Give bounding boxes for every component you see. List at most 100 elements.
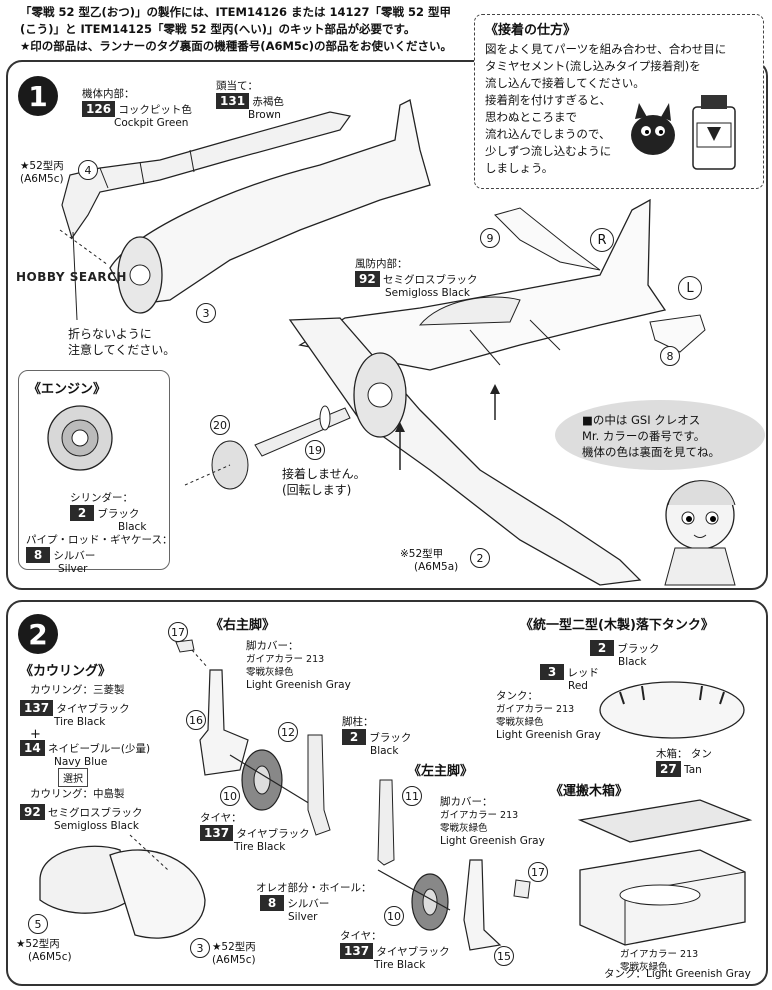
color-name-en: Tire Black <box>234 841 286 853</box>
label-text: タイヤ： <box>340 930 382 942</box>
tip-line: タミヤセメント(流し込みタイプ接着剤)を <box>485 59 701 73</box>
step-1-number: 1 <box>18 76 58 116</box>
label-text: シリンダー： <box>70 492 133 504</box>
model-note: ★52型丙 <box>20 160 64 172</box>
tip-line: 思わぬところまで <box>485 110 577 124</box>
right-tire-label: タイヤ： 137 タイヤブラック Tire Black <box>200 812 310 854</box>
label-text: タンク： <box>496 690 538 702</box>
part-number-16: 16 <box>186 710 206 730</box>
part-number-10: 10 <box>220 786 240 806</box>
color-code: 27 <box>656 761 681 777</box>
choose-label: 選択 <box>58 768 88 787</box>
tip-line: 図をよく見てパーツを組み合わせ、合わせ目に <box>485 42 727 56</box>
cowling-mitsubishi-label: カウリング：三菱製 <box>30 684 125 696</box>
color-code: 3 <box>540 664 564 680</box>
crate-box-label: 木箱： タン 27 Tan <box>656 748 712 777</box>
part-number-11: 11 <box>402 786 422 806</box>
left-gear-cover-label: 脚カバー： ガイアカラー 213 零戦灰緑色 Light Greenish Gr… <box>440 796 545 848</box>
label-text: 脚カバー： <box>440 796 493 808</box>
header-notes: 「零戦 52 型乙(おつ)」の製作には、ITEM14126 または 14127「… <box>20 4 470 55</box>
right-gear-title: 《右主脚》 <box>210 618 276 633</box>
color-code: 14 <box>20 740 45 756</box>
color-name-en: Tire Black <box>374 959 426 971</box>
glue-tips-box: 《接着の仕方》 図をよく見てパーツを組み合わせ、合わせ目に タミヤセメント(流し… <box>474 14 764 189</box>
label-text: タイヤ： <box>200 812 242 824</box>
color-code: 137 <box>20 700 54 716</box>
tip-line: 少しずつ流し込むように <box>485 144 612 158</box>
strut-label: 脚柱： 2 ブラック Black <box>342 716 411 758</box>
step1-panel <box>6 60 768 590</box>
color-name-jp: セミグロスブラック <box>48 807 143 819</box>
label-text: 機体内部： <box>82 88 135 100</box>
color-name-jp: ブラック <box>617 643 660 655</box>
drop-tank-title: 《統一型二型(木製)落下タンク》 <box>520 618 714 633</box>
label-headrest: 頭当て： 131 赤褐色 Brown <box>216 80 284 122</box>
color-code: 8 <box>26 547 50 563</box>
color-code: 2 <box>590 640 614 656</box>
color-name-jp: タイヤブラック <box>56 703 130 715</box>
cowling-color-2: 14 ネイビーブルー(少量) Navy Blue <box>20 740 150 769</box>
crate-title: 《運搬木箱》 <box>550 784 629 799</box>
color-code: 126 <box>82 101 116 117</box>
part-number-15: 15 <box>494 946 514 966</box>
watermark-logo: HOBBY SEARCH <box>16 270 127 284</box>
model-note: ★52型丙 <box>212 941 256 953</box>
color-name-en: Red <box>568 680 588 692</box>
step2-panel <box>6 600 768 986</box>
part-number-9: 9 <box>480 228 500 248</box>
no-glue-note: 接着しません。 (回転します) <box>282 466 366 498</box>
tip-line: 接着剤を付けすぎると、 <box>485 93 612 107</box>
part-number-4: 4 <box>78 160 98 180</box>
cowling-nakajima-label: カウリング：中島製 <box>30 788 125 800</box>
part4-note: ★52型丙 (A6M5c) <box>20 160 64 186</box>
cowling-color-1: 137 タイヤブラック Tire Black <box>20 700 130 729</box>
label-text: 脚柱： <box>342 716 374 728</box>
color-name-jp: 零戦灰緑色 <box>440 823 488 834</box>
header-line: ★印の部品は、ランナーのタグ裏面の機種番号(A6M5c)の部品をお使いください。 <box>20 39 452 53</box>
tip-line: 流れ込んでしまうので、 <box>485 127 611 141</box>
color-code: 92 <box>355 271 380 287</box>
color-name-en: Black <box>370 745 399 757</box>
color-name-en: Semigloss Black <box>385 287 470 299</box>
part5-note: ★52型丙 (A6M5c) <box>16 938 72 964</box>
engine-detail-box <box>18 370 170 570</box>
color-name-jp: 赤褐色 <box>252 96 284 108</box>
color-code: 137 <box>200 825 234 841</box>
color-code: 131 <box>216 93 250 109</box>
part-number-3b: 3 <box>190 938 210 958</box>
label-cylinder: シリンダー： 2 ブラック Black <box>70 492 146 534</box>
label-text: 木箱： <box>656 748 688 760</box>
left-tire-label: タイヤ： 137 タイヤブラック Tire Black <box>340 930 450 972</box>
color-name-jp: セミグロスブラック <box>383 274 478 286</box>
mark-r: R <box>590 228 614 252</box>
warning-note: 折らないように 注意してください。 <box>68 326 175 358</box>
header-line: (こう)」と ITEM14125「零戦 52 型丙(へい)」のキット部品が必要で… <box>20 22 416 36</box>
no-glue-line: (回転します) <box>282 483 352 497</box>
part-number-8: 8 <box>660 346 680 366</box>
model-code: (A6M5a) <box>414 561 459 573</box>
color-name-jp: 零戦灰緑色 <box>620 962 668 973</box>
cowling-color-3: 92 セミグロスブラック Semigloss Black <box>20 804 143 833</box>
color-name-jp: シルバー <box>287 898 330 910</box>
header-line: 「零戦 52 型乙(おつ)」の製作には、ITEM14126 または 14127「… <box>20 5 451 19</box>
cowling-title: 《カウリング》 <box>20 664 112 679</box>
color-name-jp: タン <box>690 748 712 760</box>
color-name-jp: ブラック <box>369 732 412 744</box>
info-line: ■の中は GSI クレオス <box>582 413 701 427</box>
color-name-en: Navy Blue <box>54 756 108 768</box>
label-text: 頭当て： <box>216 80 258 92</box>
tip-line: 流し込んで接着してください。 <box>485 76 645 90</box>
color-name-en: Silver <box>288 911 318 923</box>
model-note: ※52型甲 <box>400 548 444 560</box>
gaia-code: ガイアカラー 213 <box>496 704 575 715</box>
crate-tank-label: タンク：Light Greenish Gray <box>604 968 751 980</box>
info-line: Mr. カラーの番号です。 <box>582 429 706 443</box>
part-number-2: 2 <box>470 548 490 568</box>
part-number-20: 20 <box>210 415 230 435</box>
crate-tank-gaia: ガイアカラー 213 零戦灰緑色 <box>620 948 698 974</box>
color-code: 137 <box>340 943 374 959</box>
